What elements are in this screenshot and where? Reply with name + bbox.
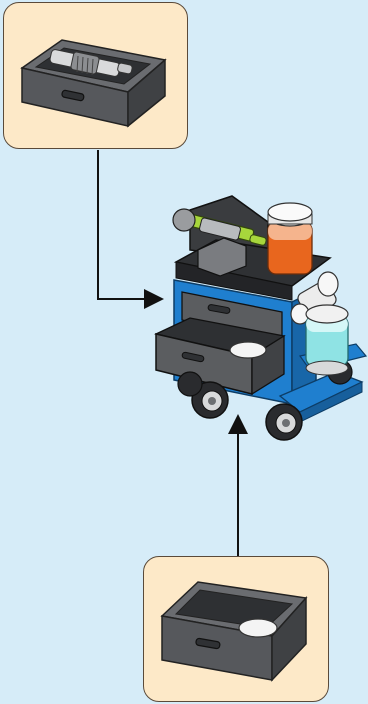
white-dish-icon bbox=[239, 619, 277, 637]
wheel-back-left bbox=[178, 372, 202, 396]
wheel-front-right bbox=[266, 404, 302, 440]
medical-cart-assembly bbox=[156, 196, 366, 440]
cyan-jar-icon bbox=[306, 305, 348, 375]
orange-jar-icon bbox=[268, 203, 312, 274]
arrow-top-to-upper-drawer bbox=[98, 150, 160, 299]
drawer-with-syringe-part bbox=[22, 40, 165, 126]
drawer-with-dish-part bbox=[162, 582, 306, 680]
